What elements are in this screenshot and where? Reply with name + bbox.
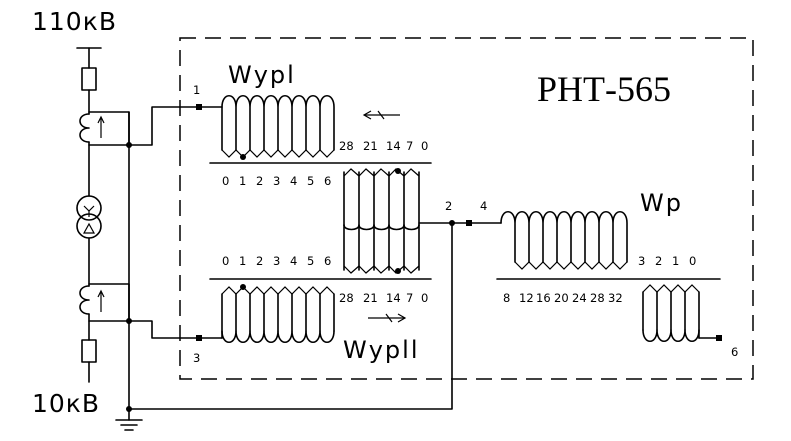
tap-number: 6: [324, 254, 331, 268]
tap-number: 4: [290, 254, 297, 268]
tap-number: 14: [386, 291, 401, 305]
tap-number: 3: [638, 254, 645, 268]
lv-label: 10кВ: [32, 389, 100, 418]
winding-ur2: [196, 278, 432, 344]
terminal-6-label: 6: [731, 345, 738, 359]
tap-number: 3: [273, 254, 280, 268]
tap-number: 2: [655, 254, 662, 268]
winding-r: [451, 210, 722, 343]
terminal-4-label: 4: [480, 199, 487, 213]
tap-number: 16: [536, 291, 551, 305]
terminal-3-label: 3: [193, 351, 200, 365]
device-title: РНТ-565: [537, 69, 671, 109]
tap-number: 0: [222, 254, 229, 268]
tap-number: 32: [608, 291, 623, 305]
tap-number: 1: [239, 174, 246, 188]
tap-number: 14: [386, 139, 401, 153]
tap-number: 8: [503, 291, 510, 305]
tap-number: 20: [554, 291, 569, 305]
tap-number: 1: [239, 254, 246, 268]
external-circuit: [76, 47, 453, 431]
tap-number: 0: [421, 139, 428, 153]
tap-number: 7: [406, 139, 413, 153]
tap-number: 7: [406, 291, 413, 305]
tap-number: 2: [256, 254, 263, 268]
tap-number: 1: [672, 254, 679, 268]
winding-ur1: [196, 94, 432, 164]
tap-number: 28: [339, 139, 354, 153]
tap-number: 12: [519, 291, 534, 305]
tap-number: 24: [572, 291, 587, 305]
tap-number: 4: [290, 174, 297, 188]
tap-number: 0: [689, 254, 696, 268]
tap-number: 0: [222, 174, 229, 188]
winding-ur1-label: Wурl: [228, 61, 296, 89]
tap-number: 0: [421, 291, 428, 305]
tap-number: 28: [339, 291, 354, 305]
winding-ur2-label: Wурll: [343, 336, 420, 364]
tap-number: 28: [590, 291, 605, 305]
tap-number: 21: [363, 291, 378, 305]
tap-number: 2: [256, 174, 263, 188]
tap-number: 5: [307, 254, 314, 268]
terminal-2-label: 2: [445, 199, 452, 213]
tap-number: 6: [324, 174, 331, 188]
device-boundary: [179, 37, 754, 380]
hv-label: 110кВ: [32, 7, 117, 36]
winding-r-label: Wр: [640, 189, 683, 217]
tap-number: 21: [363, 139, 378, 153]
tap-number: 3: [273, 174, 280, 188]
tap-number: 5: [307, 174, 314, 188]
winding-middle: [343, 168, 455, 274]
terminal-1-label: 1: [193, 83, 200, 97]
